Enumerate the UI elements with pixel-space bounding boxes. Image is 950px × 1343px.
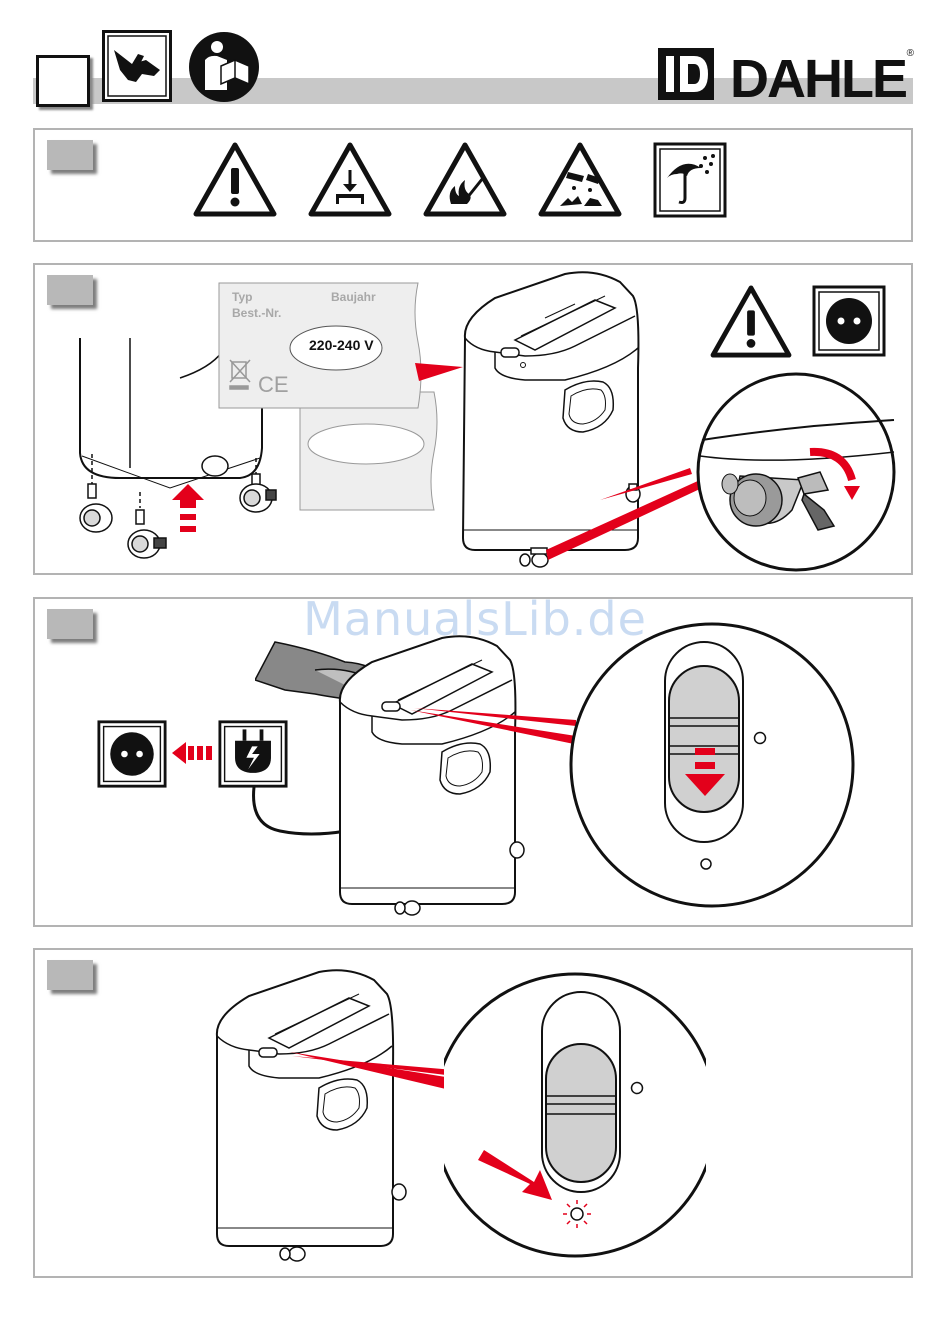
zoom-rays <box>290 1050 460 1100</box>
label-baujahr: Baujahr <box>331 290 376 304</box>
flammable-icon <box>423 142 507 218</box>
zoom-rays <box>540 460 720 570</box>
step-box <box>47 960 93 990</box>
brand-logo-mark <box>658 48 714 100</box>
registered-mark: ® <box>907 48 914 59</box>
corrosive-icon <box>538 142 622 218</box>
step-box <box>47 275 93 305</box>
brand-name: DAHLE <box>730 48 906 110</box>
ce-mark: CE <box>258 372 289 398</box>
read-manual-icon <box>187 30 261 104</box>
socket-icon <box>97 719 167 789</box>
label-voltage: 220-240 V <box>309 337 374 353</box>
warning-panel <box>33 128 913 242</box>
switch-zoom-off <box>567 620 857 910</box>
step-box <box>47 140 93 170</box>
unplug-arrow-icon <box>172 740 214 766</box>
heavy-load-icon <box>308 142 392 218</box>
socket-icon <box>812 285 886 357</box>
plug-icon <box>218 719 288 789</box>
language-box <box>36 55 90 107</box>
general-warning-icon <box>193 142 277 218</box>
shredder-illustration <box>213 966 413 1266</box>
label-best-nr: Best.-Nr. <box>232 306 281 320</box>
label-typ: Typ <box>232 290 252 304</box>
zoom-rays <box>410 700 580 780</box>
caster-brake-zoom <box>694 370 898 574</box>
general-warning-icon <box>710 285 792 359</box>
switch-zoom-on <box>444 970 706 1260</box>
keep-dry-icon <box>653 142 727 218</box>
gloves-icon <box>102 30 172 102</box>
